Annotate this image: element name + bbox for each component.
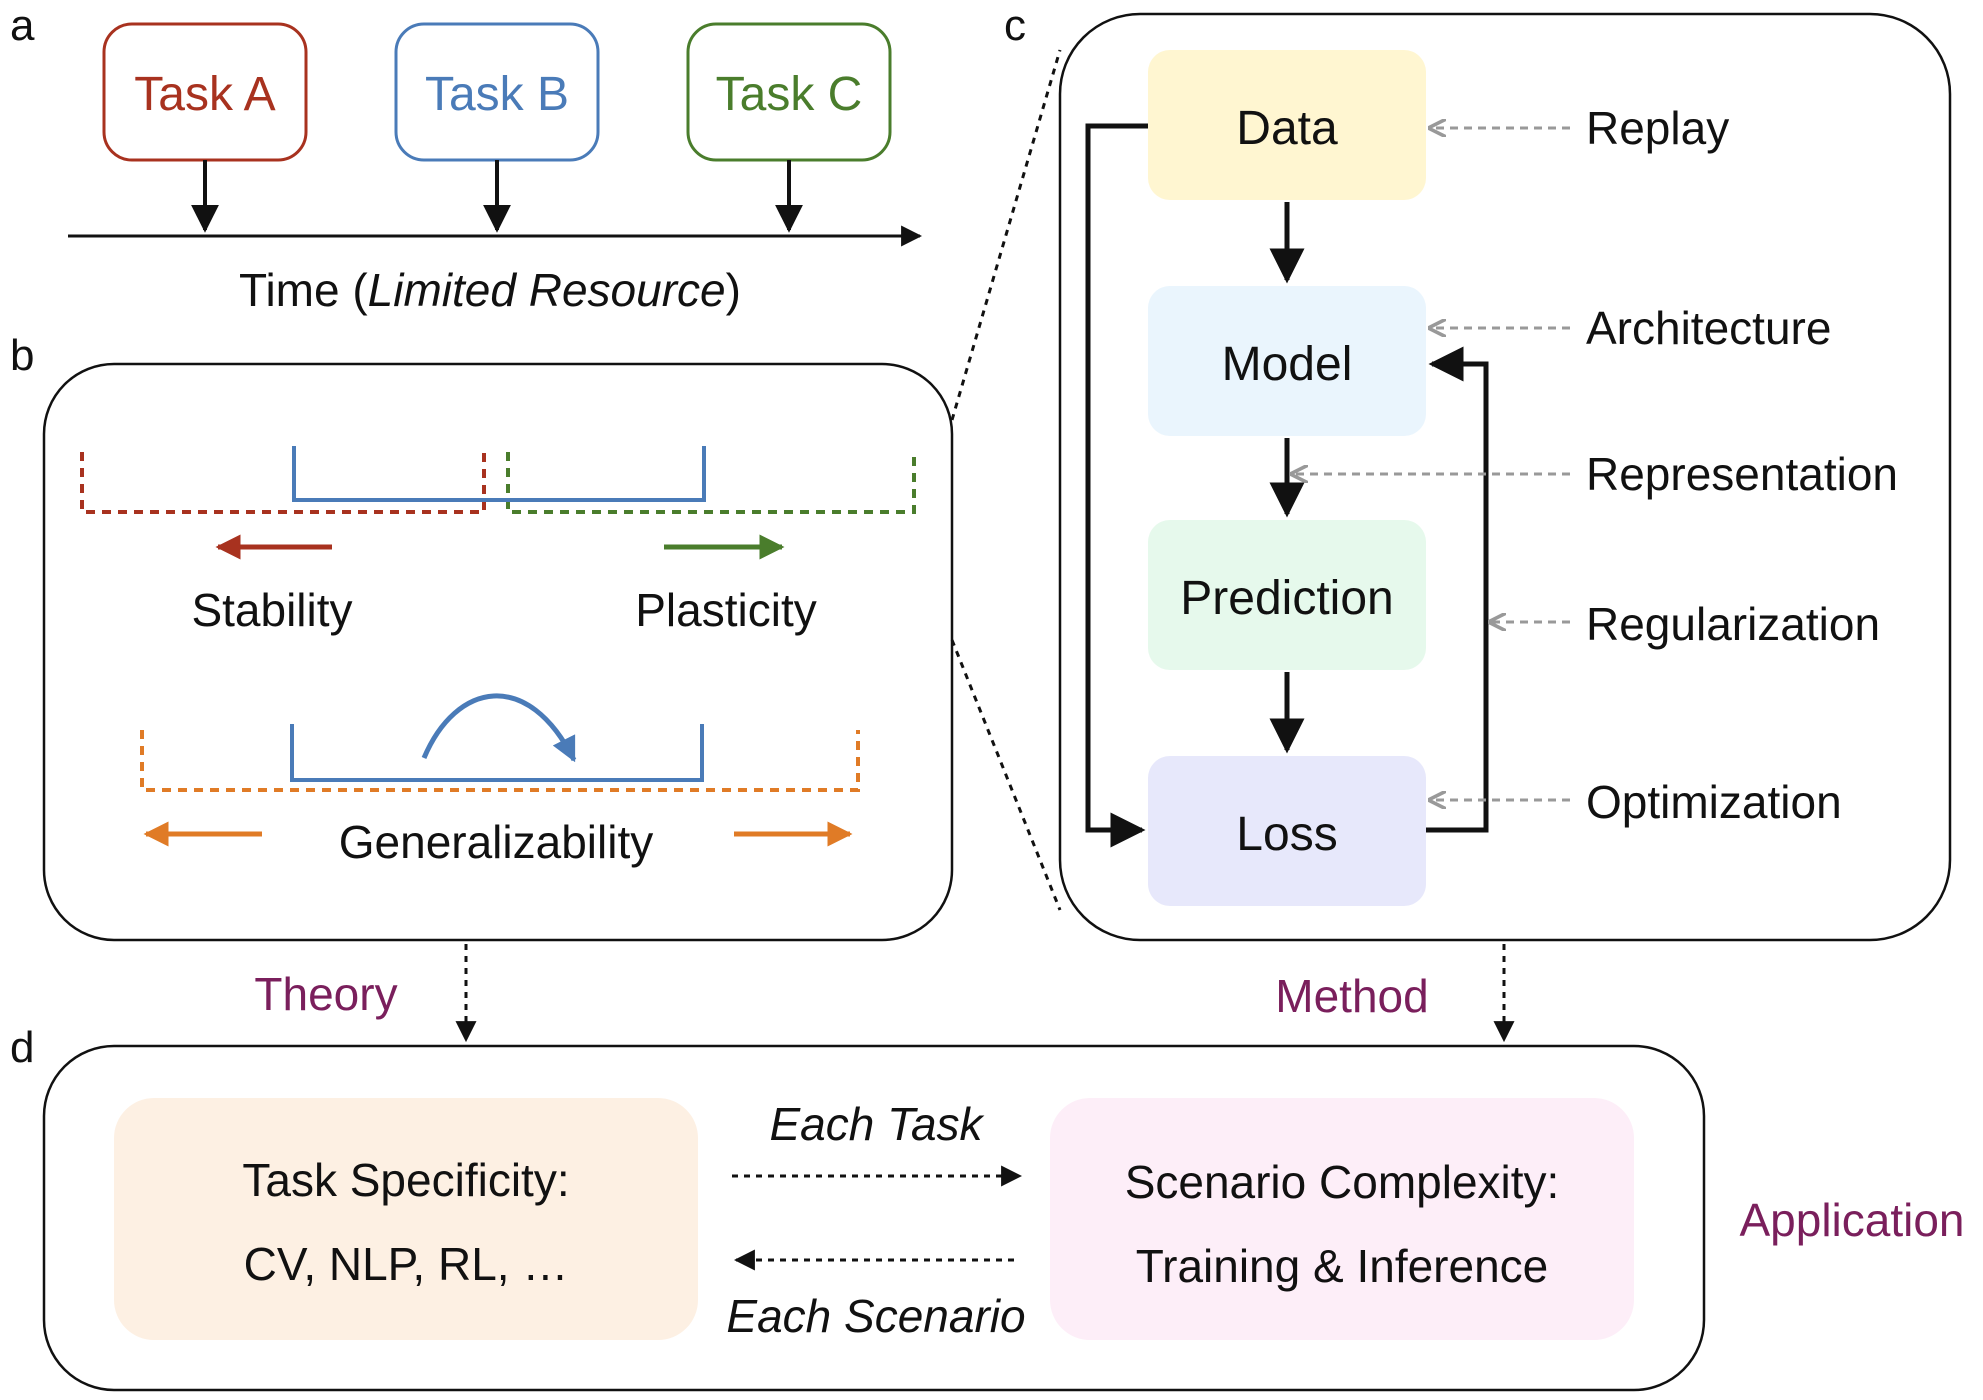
task-specificity-examples: CV, NLP, RL, … [244, 1238, 569, 1290]
generalizability-basin [140, 730, 860, 792]
data-label: Data [1236, 102, 1338, 155]
panel-b-label: b [10, 331, 34, 380]
prediction-box: Prediction [1148, 520, 1426, 670]
loss-box: Loss [1148, 756, 1426, 906]
data-to-loss-loop-arrow [1085, 123, 1148, 848]
loss-label: Loss [1236, 808, 1337, 861]
application-label: Application [1739, 1194, 1964, 1246]
transfer-curve-arrow [421, 693, 577, 763]
theory-label: Theory [254, 968, 397, 1020]
panel-a-label: a [10, 1, 35, 50]
model-box: Model [1148, 286, 1426, 436]
model-label: Model [1222, 338, 1353, 391]
time-axis-label: Time (Limited Resource) [239, 264, 741, 316]
task-c-label: Task C [716, 68, 863, 121]
task-b-box: Task B [394, 22, 600, 162]
stability-label: Stability [191, 584, 352, 636]
task-specificity-title: Task Specificity: [242, 1154, 569, 1206]
each-scenario-label: Each Scenario [726, 1290, 1025, 1342]
scenario-complexity-box: Scenario Complexity: Training & Inferenc… [1050, 1098, 1634, 1340]
method-label: Method [1275, 970, 1428, 1022]
plasticity-basin [506, 452, 916, 514]
plasticity-label: Plasticity [635, 584, 816, 636]
scenario-complexity-examples: Training & Inference [1136, 1240, 1549, 1292]
task-b-label: Task B [425, 68, 569, 121]
loss-to-model-feedback-arrow [1426, 346, 1489, 833]
panel-c-label: c [1004, 1, 1026, 50]
solution-basin [292, 446, 706, 502]
zoom-line-bottom [950, 639, 1062, 911]
task-a-label: Task A [134, 68, 275, 121]
scenario-complexity-title: Scenario Complexity: [1125, 1156, 1560, 1208]
transfer-basin [290, 724, 704, 782]
stability-basin [80, 452, 486, 514]
panel-d-label: d [10, 1023, 34, 1072]
prediction-label: Prediction [1180, 572, 1393, 625]
method-regularization: Regularization [1586, 598, 1880, 650]
panel-c-frame [1058, 12, 1952, 942]
panel-b-frame [42, 362, 954, 942]
method-representation: Representation [1586, 448, 1898, 500]
task-specificity-box: Task Specificity: CV, NLP, RL, … [114, 1098, 698, 1340]
zoom-line-top [950, 49, 1062, 421]
data-box: Data [1148, 50, 1426, 200]
each-task-label: Each Task [769, 1098, 984, 1150]
method-architecture: Architecture [1586, 302, 1831, 354]
generalizability-label: Generalizability [339, 816, 653, 868]
method-optimization: Optimization [1586, 776, 1842, 828]
task-a-box: Task A [102, 22, 308, 162]
method-replay: Replay [1586, 102, 1729, 154]
task-c-box: Task C [686, 22, 892, 162]
